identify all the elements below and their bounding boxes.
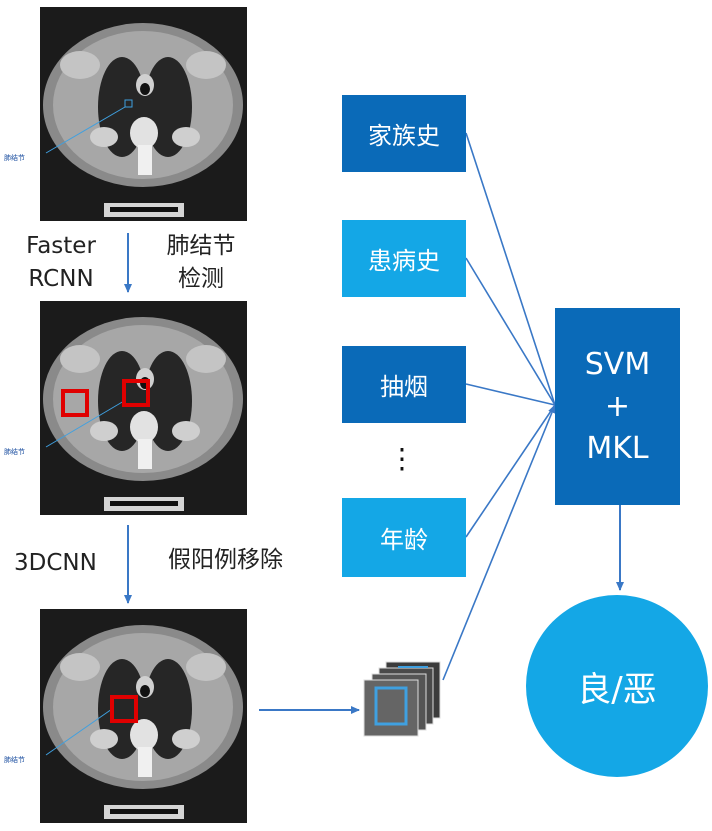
reduction-method-label: 3DCNN [14,550,97,576]
nodule-patch-stack [363,661,441,737]
link-family-history [465,132,556,406]
link-age [465,404,556,538]
ct-scan-detected: 肺结节 [4,301,247,515]
nodule-annotation: 肺结节 [4,755,25,765]
feature-medical-history-label: 患病史 [368,247,440,275]
ct-scan-filtered: 肺结节 [4,609,247,823]
feature-ellipsis: ⋮ [388,442,416,475]
feature-medical-history: 患病史 [342,220,466,297]
feature-family-history-label: 家族史 [368,122,440,150]
reduction-task-label: 假阳例移除 [168,547,283,573]
classifier-line-mkl: MKL [586,430,649,466]
feature-age-label: 年龄 [380,526,428,554]
link-smoking [465,383,556,406]
classifier-line-plus: + [604,388,631,424]
nodule-annotation: 肺结节 [4,447,25,457]
ct-scan-original: 肺结节 [4,7,247,221]
nodule-annotation: 肺结节 [4,153,25,163]
result-circle: 良/恶 [526,595,708,777]
classifier-line-svm: SVM [584,346,651,382]
link-medical-history [465,257,556,406]
feature-smoking: 抽烟 [342,346,466,423]
feature-age: 年龄 [342,498,466,577]
feature-family-history: 家族史 [342,95,466,172]
classifier-box: SVM + MKL [555,308,680,505]
link-patch [442,404,556,681]
detection-method-label: Faster RCNN [26,233,96,292]
feature-smoking-label: 抽烟 [380,373,428,401]
detection-task-label: 肺结节 检测 [166,233,236,292]
result-label: 良/恶 [577,669,657,710]
